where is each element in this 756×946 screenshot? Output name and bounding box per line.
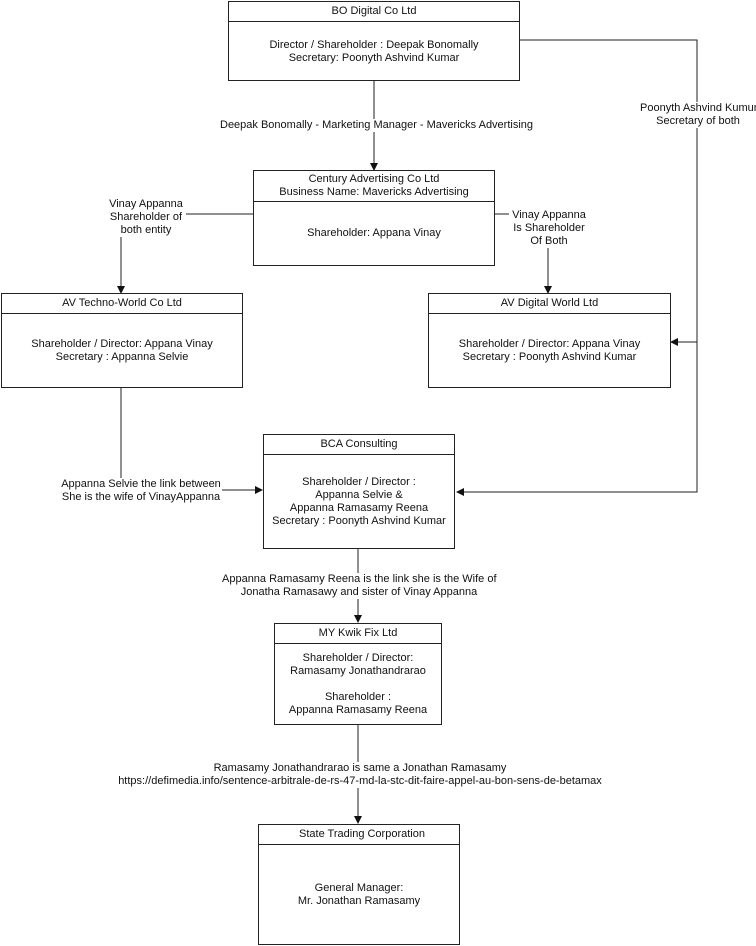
connector-selvie bbox=[120, 388, 263, 494]
entity-line: Shareholder / Director: bbox=[302, 652, 414, 664]
entity-av-techno-world: AV Techno-World Co Ltd Shareholder / Dir… bbox=[1, 293, 243, 388]
entity-av-digital-world: AV Digital World Ltd Shareholder / Direc… bbox=[428, 293, 671, 388]
link-label-line: Poonyth Ashvind Kumur bbox=[640, 102, 756, 114]
entity-line: Appanna Ramasamy Reena bbox=[289, 502, 429, 514]
entity-my-kwik-fix: MY Kwik Fix Ltd Shareholder / Director: … bbox=[274, 623, 442, 725]
entity-bca-consulting: BCA Consulting Shareholder / Director : … bbox=[263, 434, 455, 549]
link-label-reena: Appanna Ramasamy Reena is the link she i… bbox=[222, 573, 497, 599]
entity-title: Century Advertising Co Ltd bbox=[308, 173, 440, 185]
link-label-line: Secretary of both bbox=[656, 115, 740, 127]
entity-title: AV Techno-World Co Ltd bbox=[2, 294, 242, 314]
entity-line: Shareholder / Director: Appana Vinay bbox=[458, 338, 641, 350]
link-label-line: Jonatha Ramasawy and sister of Vinay App… bbox=[240, 586, 478, 598]
link-label-vinay-left: Vinay Appanna Shareholder of both entity bbox=[106, 198, 186, 237]
entity-line: Secretary: Poonyth Ashvind Kumar bbox=[288, 52, 460, 64]
entity-line: Shareholder : bbox=[324, 691, 392, 703]
entity-subtitle: Business Name: Mavericks Advertising bbox=[279, 186, 469, 198]
entity-title: MY Kwik Fix Ltd bbox=[275, 624, 441, 644]
entity-line: Shareholder: Appana Vinay bbox=[307, 227, 441, 239]
link-label-line: Vinay Appanna bbox=[512, 209, 586, 221]
link-label-line: She is the wife of VinayAppanna bbox=[61, 491, 221, 503]
entity-line: Shareholder / Director: Appana Vinay bbox=[31, 338, 213, 350]
connector-poonyth bbox=[456, 39, 698, 496]
entity-title: BCA Consulting bbox=[264, 435, 454, 455]
entity-line: Mr. Jonathan Ramasamy bbox=[297, 895, 421, 907]
entity-line: Secretary : Appanna Selvie bbox=[55, 351, 189, 363]
link-label-line: both entity bbox=[120, 224, 172, 236]
entity-century-advertising: Century Advertising Co Ltd Business Name… bbox=[253, 170, 495, 266]
link-label-line: Appanna Selvie the link between bbox=[61, 478, 221, 490]
link-label-jonathan: Ramasamy Jonathandrarao is same a Jonath… bbox=[118, 762, 602, 788]
entity-title: AV Digital World Ltd bbox=[429, 294, 670, 314]
link-label-bo-to-century: Deepak Bonomally - Marketing Manager - M… bbox=[220, 119, 534, 132]
entity-line: General Manager: bbox=[314, 882, 404, 894]
entity-line: Secretary : Poonyth Ashvind Kumar bbox=[272, 515, 446, 527]
link-label-line: Appanna Ramasamy Reena is the link she i… bbox=[222, 573, 497, 585]
entity-line: Appanna Selvie & bbox=[315, 489, 403, 501]
entity-line: Secretary : Poonyth Ashvind Kumar bbox=[462, 351, 637, 363]
link-label-line: Is Shareholder bbox=[513, 222, 585, 234]
link-label-line: Vinay Appanna bbox=[109, 198, 183, 210]
link-label-line: Deepak Bonomally - Marketing Manager - M… bbox=[220, 119, 534, 131]
entity-title: State Trading Corporation bbox=[259, 825, 459, 845]
link-label-line: https://defimedia.info/sentence-arbitral… bbox=[118, 775, 602, 787]
link-label-line: Ramasamy Jonathandrarao is same a Jonath… bbox=[213, 762, 507, 774]
link-label-vinay-right: Vinay Appanna Is Shareholder Of Both bbox=[509, 209, 589, 248]
link-label-selvie: Appanna Selvie the link between She is t… bbox=[60, 478, 222, 504]
entity-line: Director / Shareholder : Deepak Bonomall… bbox=[269, 39, 479, 51]
entity-bo-digital: BO Digital Co Ltd Director / Shareholder… bbox=[228, 1, 520, 81]
link-label-poonyth: Poonyth Ashvind Kumur Secretary of both bbox=[640, 102, 756, 128]
entity-line: Appanna Ramasamy Reena bbox=[288, 704, 428, 716]
entity-title: BO Digital Co Ltd bbox=[229, 2, 519, 22]
link-label-line: Of Both bbox=[530, 235, 568, 247]
entity-state-trading-corporation: State Trading Corporation General Manage… bbox=[258, 824, 460, 945]
entity-line: Shareholder / Director : bbox=[302, 476, 416, 488]
link-label-line: Shareholder of bbox=[109, 211, 183, 223]
entity-line: Ramasamy Jonathandrarao bbox=[290, 665, 426, 677]
